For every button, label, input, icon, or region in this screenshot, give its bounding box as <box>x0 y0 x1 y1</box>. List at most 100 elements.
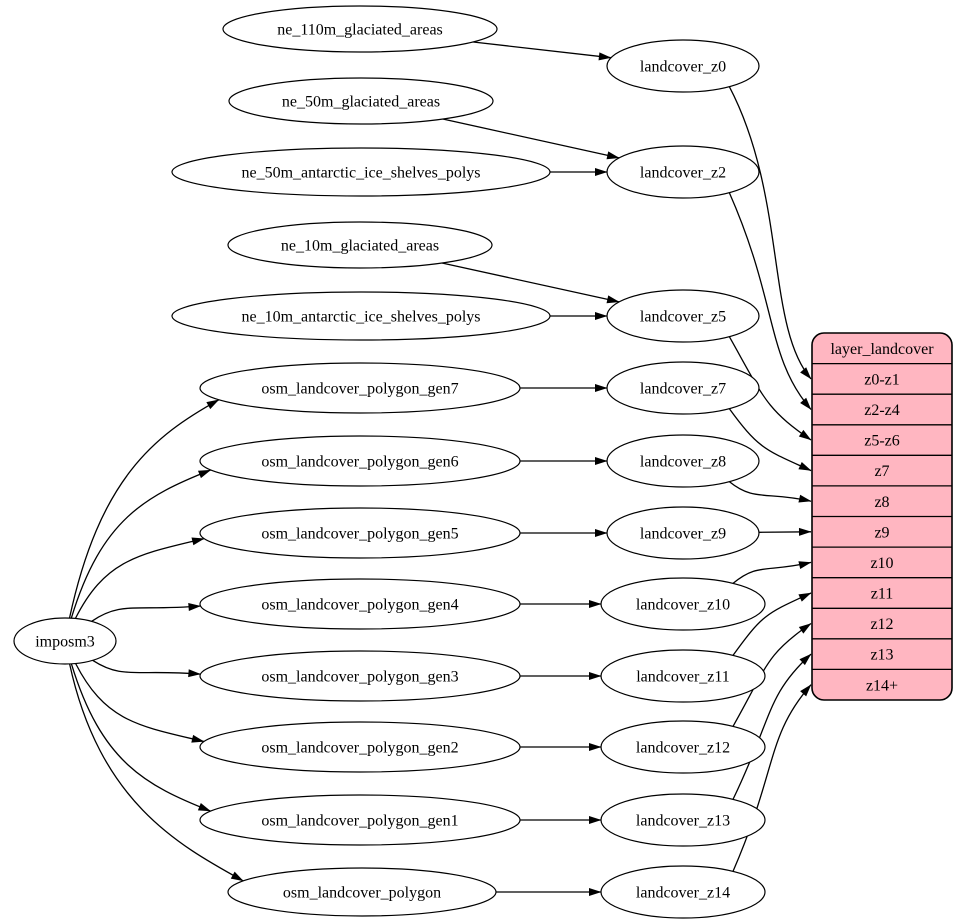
edge-landcover_z13-to-layer_landcover-z13 <box>732 653 812 800</box>
osm_landcover_polygon_gen4-label: osm_landcover_polygon_gen4 <box>261 597 458 614</box>
node-landcover_z14: landcover_z14 <box>600 865 766 919</box>
osm_landcover_polygon_gen2-label: osm_landcover_polygon_gen2 <box>261 740 458 757</box>
landcover_z13-shape <box>600 793 766 847</box>
record-row-z12: z12 <box>870 616 893 633</box>
edge-landcover_z11-to-layer_landcover-z11 <box>732 592 812 656</box>
edges-layer <box>68 41 812 896</box>
layer_landcover-title: layer_landcover <box>830 341 934 358</box>
landcover_z0-shape <box>606 39 760 93</box>
record-row-z10: z10 <box>870 555 893 572</box>
osm_landcover_polygon_gen1-shape <box>199 794 521 846</box>
node-landcover_z5: landcover_z5 <box>606 289 760 343</box>
osm_landcover_polygon_gen1-label: osm_landcover_polygon_gen1 <box>261 813 458 830</box>
edge-landcover_z9-to-layer_landcover-z9 <box>758 527 812 536</box>
record-row-z11: z11 <box>871 586 894 603</box>
landcover_z11-label: landcover_z11 <box>636 669 730 686</box>
edge-ne_50m_glaciated_areas-to-landcover_z2 <box>442 118 620 160</box>
edge-imposm3-to-osm_landcover_polygon_gen6 <box>70 469 212 619</box>
record-row-z8: z8 <box>874 494 889 511</box>
node-landcover_z11: landcover_z11 <box>600 649 766 703</box>
node-ne_110m_glaciated_areas: ne_110m_glaciated_areas <box>222 5 498 53</box>
landcover_z14-label: landcover_z14 <box>636 885 730 902</box>
osm_landcover_polygon_gen5-shape <box>199 507 521 559</box>
nodes-layer: imposm3 ne_110m_glaciated_areas ne_50m_gla… <box>13 5 766 919</box>
landcover_z14-shape <box>600 865 766 919</box>
ne_50m_glaciated_areas-label: ne_50m_glaciated_areas <box>282 94 440 111</box>
edge-landcover_z0-to-layer_landcover-z0-z1 <box>728 86 812 380</box>
node-ne_50m_glaciated_areas: ne_50m_glaciated_areas <box>228 77 494 125</box>
edge-landcover_z2-to-layer_landcover-z2-z4 <box>728 192 812 410</box>
landcover_z2-label: landcover_z2 <box>640 165 726 182</box>
record-row-z14+: z14+ <box>866 677 898 694</box>
node-ne_10m_antarctic_ice_shelves_polys: ne_10m_antarctic_ice_shelves_polys <box>171 291 551 341</box>
edge-imposm3-to-osm_landcover_polygon_gen2 <box>75 663 205 743</box>
node-landcover_z12: landcover_z12 <box>600 720 766 774</box>
landcover_z12-shape <box>600 720 766 774</box>
record-row-z7: z7 <box>874 463 889 480</box>
landcover_z13-label: landcover_z13 <box>636 813 730 830</box>
node-landcover_z7: landcover_z7 <box>606 361 760 415</box>
node-osm_landcover_polygon_gen6: osm_landcover_polygon_gen6 <box>199 435 521 487</box>
record-row-z9: z9 <box>874 524 889 541</box>
record-row-z5-z6: z5-z6 <box>864 433 900 450</box>
ne_110m_glaciated_areas-shape <box>222 5 498 53</box>
edge-landcover_z12-to-layer_landcover-z12 <box>732 622 812 727</box>
edge-landcover_z5-to-layer_landcover-z5-z6 <box>728 336 812 441</box>
landcover_z10-shape <box>600 577 766 631</box>
osm_landcover_polygon_gen2-shape <box>199 721 521 773</box>
edge-imposm3-to-osm_landcover_polygon_gen4 <box>91 602 201 622</box>
landcover_z9-label: landcover_z9 <box>640 526 726 543</box>
landcover_z5-shape <box>606 289 760 343</box>
node-landcover_z10: landcover_z10 <box>600 577 766 631</box>
osm_landcover_polygon_gen7-shape <box>199 362 521 414</box>
ne_50m_antarctic_ice_shelves_polys-shape <box>171 147 551 197</box>
landcover_z2-shape <box>606 145 760 199</box>
osm_landcover_polygon_gen6-shape <box>199 435 521 487</box>
record-layer: layer_landcover z0-z1 z2-z4 z5-z6 z7 z8 z9 z10 z… <box>811 332 953 701</box>
record-row-z0-z1: z0-z1 <box>864 372 900 389</box>
node-landcover_z2: landcover_z2 <box>606 145 760 199</box>
node-landcover_z0: landcover_z0 <box>606 39 760 93</box>
node-landcover_z8: landcover_z8 <box>606 434 760 488</box>
osm_landcover_polygon_gen5-label: osm_landcover_polygon_gen5 <box>261 526 458 543</box>
landcover_z7-shape <box>606 361 760 415</box>
edge-ne_10m_glaciated_areas-to-landcover_z5 <box>441 262 620 304</box>
osm_landcover_polygon_gen7-label: osm_landcover_polygon_gen7 <box>261 381 458 398</box>
node-landcover_z9: landcover_z9 <box>606 506 760 560</box>
osm_landcover_polygon_gen4-shape <box>199 578 521 630</box>
edge-ne_110m_glaciated_areas-to-landcover_z0 <box>473 41 612 61</box>
landcover_z8-shape <box>606 434 760 488</box>
ne_10m_glaciated_areas-label: ne_10m_glaciated_areas <box>281 238 439 255</box>
node-osm_landcover_polygon_gen1: osm_landcover_polygon_gen1 <box>199 794 521 846</box>
node-osm_landcover_polygon_gen3: osm_landcover_polygon_gen3 <box>199 650 521 702</box>
ne_10m_glaciated_areas-shape <box>227 221 493 269</box>
osm_landcover_polygon-label: osm_landcover_polygon <box>283 885 441 902</box>
node-ne_50m_antarctic_ice_shelves_polys: ne_50m_antarctic_ice_shelves_polys <box>171 147 551 197</box>
node-osm_landcover_polygon_gen2: osm_landcover_polygon_gen2 <box>199 721 521 773</box>
landcover_z11-shape <box>600 649 766 703</box>
node-ne_10m_glaciated_areas: ne_10m_glaciated_areas <box>227 221 493 269</box>
node-osm_landcover_polygon_gen4: osm_landcover_polygon_gen4 <box>199 578 521 630</box>
edge-imposm3-to-osm_landcover_polygon <box>68 663 244 882</box>
osm_landcover_polygon_gen3-shape <box>199 650 521 702</box>
landcover_z5-label: landcover_z5 <box>640 309 726 326</box>
node-osm_landcover_polygon: osm_landcover_polygon <box>227 867 497 917</box>
landcover_z9-shape <box>606 506 760 560</box>
osm_landcover_polygon-shape <box>227 867 497 917</box>
osm_landcover_polygon_gen3-label: osm_landcover_polygon_gen3 <box>261 669 458 686</box>
edge-landcover_z7-to-layer_landcover-z7 <box>728 408 812 472</box>
edge-imposm3-to-osm_landcover_polygon_gen3 <box>92 659 201 678</box>
record-row-z2-z4: z2-z4 <box>864 402 900 419</box>
imposm3-label: imposm3 <box>35 634 95 651</box>
landcover_z12-label: landcover_z12 <box>636 740 730 757</box>
record-layer_landcover: layer_landcover z0-z1 z2-z4 z5-z6 z7 z8 z9 z10 z… <box>811 332 953 701</box>
ne_50m_glaciated_areas-shape <box>228 77 494 125</box>
landcover_z0-label: landcover_z0 <box>640 59 726 76</box>
imposm3-shape <box>13 617 117 665</box>
edge-landcover_z8-to-layer_landcover-z8 <box>728 481 812 503</box>
ne_10m_antarctic_ice_shelves_polys-label: ne_10m_antarctic_ice_shelves_polys <box>241 309 480 326</box>
edge-imposm3-to-osm_landcover_polygon_gen1 <box>70 663 211 812</box>
landcover_z10-label: landcover_z10 <box>636 597 730 614</box>
